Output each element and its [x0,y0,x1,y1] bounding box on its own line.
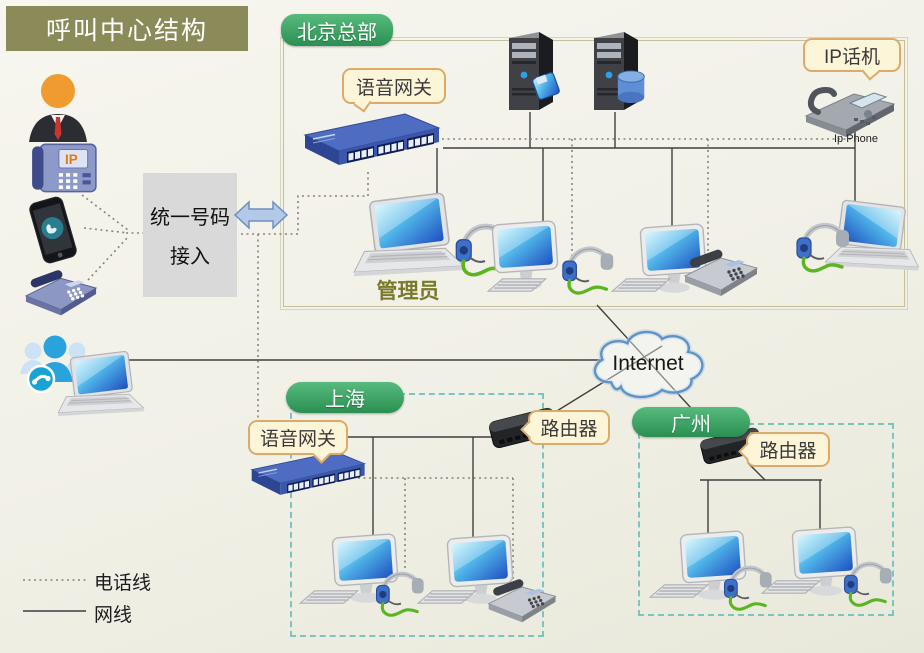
internet-label-text: Internet [612,352,684,375]
keyboard-icon [649,583,709,599]
ip-phone-callout-text: IP话机 [824,46,880,68]
shanghai-label-text: 上海 [325,389,365,411]
shanghai-router-text: 路由器 [540,419,598,440]
mobile-phone-icon [27,195,79,265]
keyboard-icon [417,589,477,605]
shanghai-voice-gateway-callout: 语音网关 [248,420,348,464]
keyboard-icon [611,277,671,293]
beijing-voice-gateway-callout: 语音网关 [342,68,446,113]
ip-badge: IP [65,152,78,167]
analog-phone-icon [25,268,97,316]
guangzhou-router-callout: 路由器 [738,432,830,467]
beijing-voice-gateway-text: 语音网关 [355,77,432,99]
headset-icon [792,210,856,274]
person-icon [29,74,87,142]
guangzhou-router-text: 路由器 [759,441,817,462]
keyboard-icon [761,579,821,595]
ip-phone-caption-text: Ip Phone [833,133,879,145]
shanghai-region-label: 上海 [286,382,404,413]
internet-cloud-icon [592,329,706,400]
ip-phone-callout: IP话机 [803,38,901,81]
internet-label: Internet [598,352,698,376]
disk-icon [531,71,561,101]
beijing-label-text: 北京总部 [297,21,377,44]
home-agent-laptop-icon [57,350,145,417]
admin-label: 管理员 [352,275,464,305]
beijing-voice-gateway-switch-icon [304,113,440,166]
unified-access-line2: 接入 [170,246,210,268]
keyboard-icon [487,277,547,293]
desk-phone-icon [684,247,758,297]
legend-phone-line-text: 电话线 [94,573,152,594]
database-cylinder-icon [617,70,645,104]
beijing-region-label: 北京总部 [281,14,393,46]
guangzhou-label-text: 广州 [671,413,711,436]
shanghai-router-callout: 路由器 [520,410,610,445]
keyboard-icon [299,589,359,605]
double-arrow-icon [233,200,289,230]
page-title-text: 呼叫中心结构 [45,16,208,45]
ip-phone-caption: Ip Phone [826,133,886,145]
ip-phone-icon: IP [31,143,97,193]
guangzhou-region-box [638,423,894,616]
shanghai-region-box [290,393,544,637]
legend-phone-line-label: 电话线 [94,568,151,595]
desk-phone-icon [488,577,556,623]
cisco-ip-phone-icon [797,80,899,140]
guangzhou-region-label: 广州 [632,407,750,437]
phone-lines [23,138,860,581]
legend-network-line-label: 网线 [94,600,132,627]
page-title: 呼叫中心结构 [6,6,248,51]
legend-network-line-text: 网线 [94,605,133,626]
unified-access-line1: 统一号码 [150,207,230,229]
headset-icon [840,550,898,608]
shanghai-voice-gateway-text: 语音网关 [259,429,336,450]
unified-access-box: 统一号码 接入 [143,173,237,297]
admin-label-text: 管理员 [376,280,440,303]
